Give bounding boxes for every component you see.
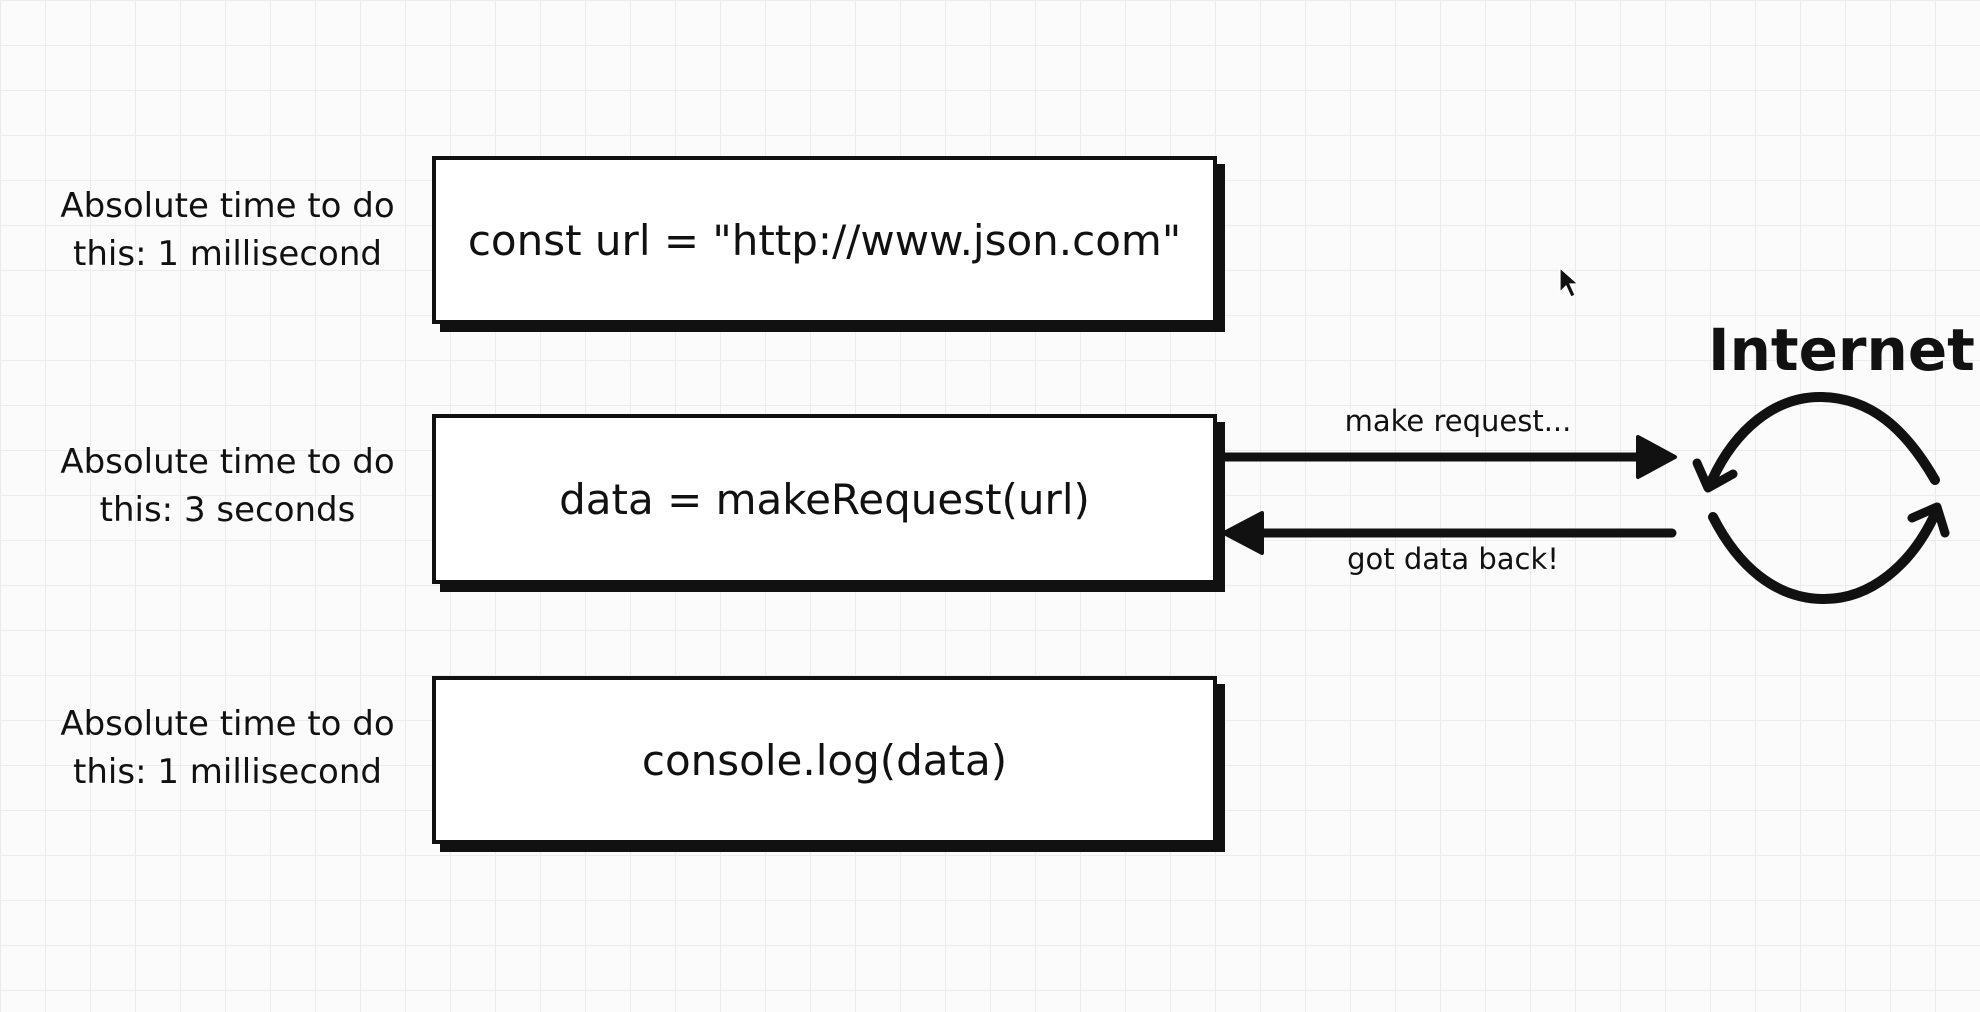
mouse-pointer-icon bbox=[1559, 266, 1580, 298]
time-label-row-2: Absolute time to do this: 3 seconds bbox=[40, 438, 415, 534]
time-label-row-1: Absolute time to do this: 1 millisecond bbox=[40, 182, 415, 278]
time-label-line-2: this: 1 millisecond bbox=[73, 234, 382, 274]
code-box-row-2: data = makeRequest(url) bbox=[432, 414, 1217, 584]
request-arrow-label: make request... bbox=[1344, 404, 1572, 438]
code-text-row-2: data = makeRequest(url) bbox=[559, 474, 1090, 524]
time-label-line-2: this: 3 seconds bbox=[99, 490, 356, 530]
response-arrow-label: got data back! bbox=[1347, 542, 1559, 576]
time-label-line-1: Absolute time to do bbox=[60, 704, 395, 744]
time-label-line-1: Absolute time to do bbox=[60, 186, 395, 226]
time-label-row-3: Absolute time to do this: 1 millisecond bbox=[40, 700, 415, 796]
cycle-arrows-icon bbox=[1692, 391, 1950, 605]
time-label-line-2: this: 1 millisecond bbox=[73, 752, 382, 792]
internet-title: Internet bbox=[1708, 316, 1975, 384]
response-arrow bbox=[1222, 511, 1677, 555]
code-box-row-1: const url = "http://www.json.com" bbox=[432, 156, 1217, 324]
request-arrow bbox=[1217, 435, 1677, 479]
time-label-line-1: Absolute time to do bbox=[60, 442, 395, 482]
code-box-row-3: console.log(data) bbox=[432, 676, 1217, 844]
code-text-row-1: const url = "http://www.json.com" bbox=[467, 215, 1182, 265]
code-text-row-3: console.log(data) bbox=[641, 735, 1008, 785]
